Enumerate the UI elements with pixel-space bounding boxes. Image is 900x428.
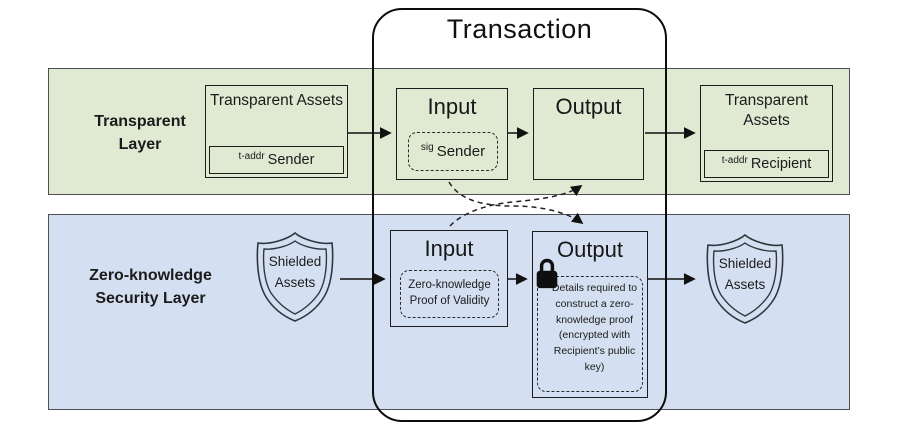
transparent-layer-label: Transparent Layer (94, 113, 186, 154)
zk-input-label: Input (424, 236, 474, 261)
sender-label: Sender (267, 152, 315, 168)
transparent-input-box: Input (396, 88, 508, 180)
t-addr-label: t-addr (238, 150, 265, 162)
t-addr-recipient-box: t-addr Recipient (704, 150, 829, 178)
zero-knowledge-layer-label: Zero-knowledge Security Layer (89, 267, 212, 308)
transparent-assets-source-title: Transparent Assets (210, 92, 343, 109)
zero-knowledge-layer-band (48, 214, 850, 410)
zk-output-label: Output (556, 237, 624, 262)
shield-icon (256, 231, 334, 322)
zk-input-box: Input (390, 230, 508, 327)
sig-sender-label: Sender (436, 143, 486, 160)
lock-icon (536, 258, 558, 289)
zk-proof-box: Zero-knowledge Proof of Validity (400, 270, 499, 318)
recipient-label: Recipient (750, 156, 812, 172)
transparent-output-box: Output (533, 88, 644, 180)
zk-output-box: Output (532, 231, 648, 398)
dest-shield-label: Shielded Assets (718, 256, 772, 292)
transparent-layer-band (48, 68, 850, 195)
transparent-assets-dest-box: Transparent Assets t-addr Recipient (700, 85, 833, 182)
sig-sender-box: sig Sender (408, 132, 498, 171)
zk-details-box: Details required to construct a zero-kno… (537, 276, 643, 392)
zk-proof-label: Zero-knowledge Proof of Validity (408, 279, 491, 307)
zk-details-label: Details required to construct a zero-kno… (551, 282, 638, 373)
transparent-output-label: Output (555, 94, 622, 119)
source-shield-label: Shielded Assets (268, 254, 322, 290)
transaction-title: Transaction (446, 14, 593, 44)
sig-label: sig (420, 142, 434, 153)
t-addr-label: t-addr (721, 154, 748, 166)
t-addr-sender-box: t-addr Sender (209, 146, 344, 174)
transparent-assets-dest-title: Transparent Assets (725, 92, 808, 130)
shield-icon (706, 233, 784, 324)
transparent-input-label: Input (427, 94, 477, 119)
transparent-assets-source-box: Transparent Assets t-addr Sender (205, 85, 348, 178)
